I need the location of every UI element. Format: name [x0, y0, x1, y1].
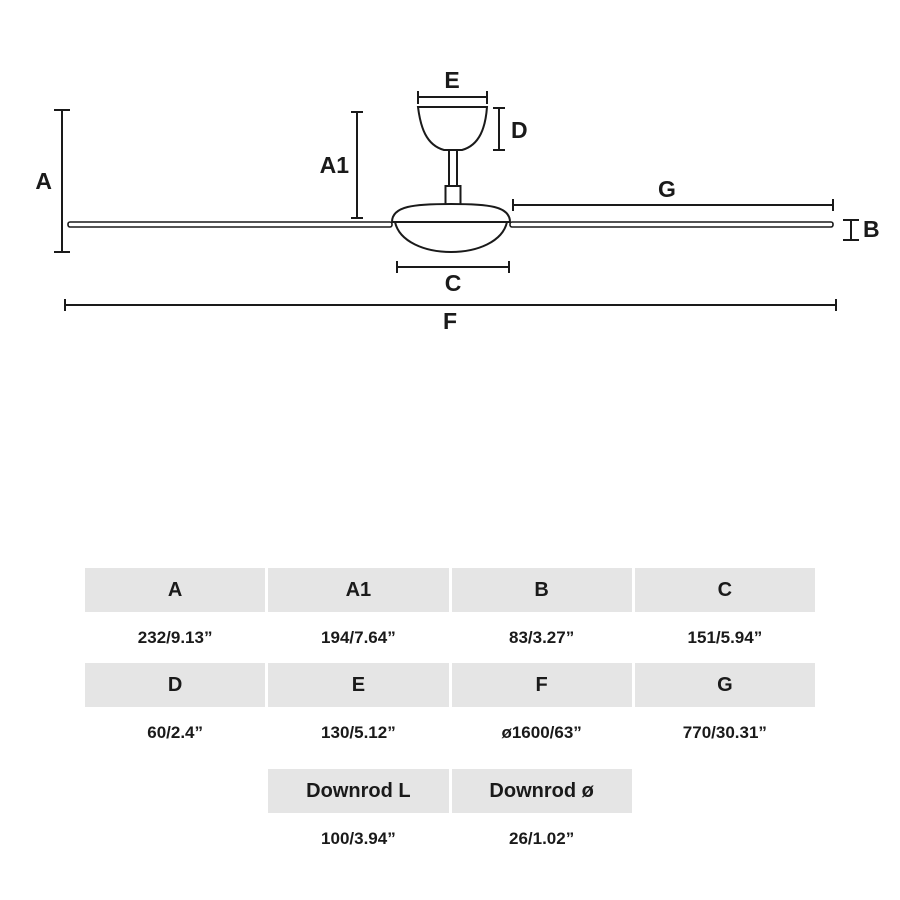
table-value-cell-b: 83/3.27”	[451, 614, 632, 661]
dim-b	[843, 219, 859, 241]
dim-label-a1: A1	[320, 152, 350, 178]
table-header-cell-e: E	[268, 663, 449, 707]
table-value-cell-f: ø1600/63”	[451, 709, 632, 756]
dim-label-b: B	[863, 216, 880, 242]
table-header-cell-c: C	[634, 568, 815, 612]
table-value-cell-downrod-dia: 26/1.02”	[451, 815, 632, 862]
dim-label-g: G	[658, 176, 676, 202]
table-header-cell-b: B	[451, 568, 632, 612]
ceiling-fan-drawing	[67, 106, 834, 253]
table-header-cell-a: A	[85, 568, 266, 612]
table-value-cell-a1: 194/7.64”	[268, 614, 449, 661]
dim-a1	[351, 111, 363, 219]
dim-c	[396, 261, 510, 273]
table-value-cell-c: 151/5.94”	[634, 614, 815, 661]
downrod-coupler	[444, 185, 462, 207]
table-header-cell-f: F	[451, 663, 632, 707]
dim-label-e: E	[444, 67, 459, 93]
spec-grid-main: A A1 B C 232/9.13” 194/7.64” 83/3.27” 15…	[85, 568, 815, 756]
downrod	[448, 149, 458, 187]
table-value-cell-downrod-l: 100/3.94”	[268, 815, 449, 862]
dim-label-f: F	[443, 308, 457, 334]
light-cover	[393, 221, 509, 253]
spec-table: A A1 B C 232/9.13” 194/7.64” 83/3.27” 15…	[85, 568, 815, 862]
table-header-cell-g: G	[634, 663, 815, 707]
dim-label-c: C	[445, 270, 462, 296]
dim-label-a: A	[35, 168, 52, 194]
table-value-cell-a: 232/9.13”	[85, 614, 266, 661]
blade-right	[509, 221, 834, 228]
blade-left	[67, 221, 393, 228]
dim-f	[64, 299, 837, 311]
fan-diagram: E D A1 A G B C F	[0, 0, 900, 400]
dim-g	[512, 199, 834, 211]
canopy	[416, 106, 489, 151]
dim-a	[54, 109, 70, 253]
dimension-lines	[54, 91, 859, 311]
fan-diagram-svg: E D A1 A G B C F	[35, 67, 880, 334]
dim-e	[417, 91, 488, 104]
table-value-cell-e: 130/5.12”	[268, 709, 449, 756]
dim-d	[493, 107, 505, 151]
table-header-cell-d: D	[85, 663, 266, 707]
table-header-cell-downrod-dia: Downrod ø	[451, 769, 632, 813]
table-value-cell-d: 60/2.4”	[85, 709, 266, 756]
table-value-cell-g: 770/30.31”	[634, 709, 815, 756]
table-header-cell-a1: A1	[268, 568, 449, 612]
spec-grid-downrod: Downrod L Downrod ø 100/3.94” 26/1.02”	[85, 769, 815, 862]
table-header-cell-downrod-l: Downrod L	[268, 769, 449, 813]
dim-label-d: D	[511, 117, 528, 143]
motor-housing	[390, 202, 512, 223]
